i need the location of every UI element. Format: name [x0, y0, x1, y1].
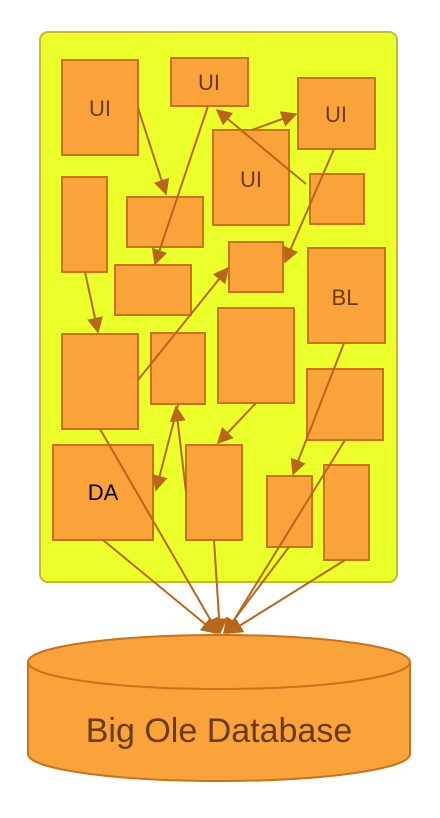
arrow	[169, 405, 187, 493]
component-box	[309, 173, 365, 225]
component-box	[217, 307, 295, 404]
arrow	[137, 266, 230, 381]
component-box	[266, 475, 313, 548]
component-box	[228, 241, 284, 293]
component-box	[185, 444, 243, 541]
db-arrow	[211, 539, 228, 635]
arrow	[151, 105, 209, 266]
ui-box-4-label: UI	[240, 167, 262, 192]
component-box	[306, 368, 384, 441]
ui-box-2-label: UI	[198, 70, 220, 95]
component-box	[323, 464, 370, 561]
arrow	[215, 108, 307, 185]
da-box-label: DA	[88, 480, 119, 505]
db-arrow	[225, 439, 346, 635]
db-arrow	[99, 428, 219, 635]
arrow	[84, 271, 103, 334]
component-box	[61, 333, 139, 430]
arrow	[283, 148, 335, 264]
component-box	[114, 264, 192, 316]
arrow	[251, 111, 298, 131]
ui-box-2: UI	[170, 57, 249, 107]
ui-box-1-label: UI	[89, 96, 111, 121]
db-arrow	[226, 559, 346, 634]
db-arrow	[102, 539, 218, 635]
da-box: DA	[52, 444, 154, 541]
ui-box-4: UI	[212, 129, 290, 226]
database-label: Big Ole Database	[86, 712, 353, 750]
arrow	[216, 402, 257, 445]
component-box	[61, 176, 108, 273]
component-box	[126, 196, 204, 248]
ui-box-3: UI	[297, 77, 376, 150]
bl-box: BL	[307, 247, 386, 344]
database-cylinder: Big Ole Database	[27, 634, 411, 782]
arrow	[290, 342, 345, 476]
arrow	[137, 107, 170, 196]
component-box	[150, 332, 206, 405]
ui-box-1: UI	[61, 59, 139, 156]
bl-box-label: BL	[332, 285, 359, 310]
ui-box-3-label: UI	[325, 102, 347, 127]
